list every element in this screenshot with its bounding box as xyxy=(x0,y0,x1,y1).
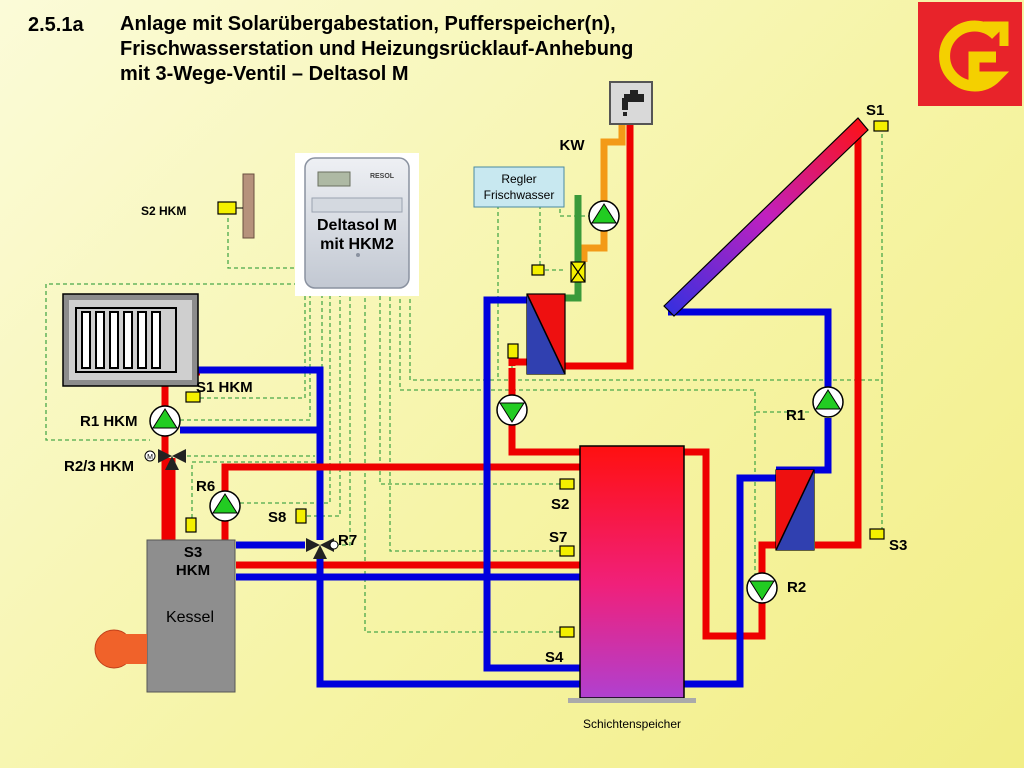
slide-title: Anlage mit Solarübergabestation, Puffers… xyxy=(120,12,820,87)
storage-tank xyxy=(568,445,696,703)
label-s1-hkm: S1 HKM xyxy=(196,379,253,396)
pump-r1 xyxy=(812,386,844,418)
label-s8: S8 xyxy=(268,509,286,526)
sensor-s1 xyxy=(873,120,889,132)
pump-fresh-water-secondary xyxy=(588,200,620,232)
controller-label-line1: Deltasol M xyxy=(317,217,397,234)
pump-r6 xyxy=(209,490,241,522)
solar-collector xyxy=(663,117,869,317)
fresh-water-exchanger xyxy=(526,293,566,375)
valve-r7 xyxy=(306,538,339,559)
pump-fresh-water-primary xyxy=(496,394,528,426)
controller-brand: RESOL xyxy=(370,173,395,180)
fresh-water-controller-line1: Regler xyxy=(501,172,536,186)
label-s1: S1 xyxy=(866,102,884,119)
label-r2: R2 xyxy=(787,579,806,596)
controller-label-line2: mit HKM2 xyxy=(320,236,394,253)
boiler xyxy=(94,539,236,693)
label-r23-hkm: R2/3 HKM xyxy=(64,458,134,475)
pump-r2 xyxy=(746,572,778,604)
title-line-3: mit 3-Wege-Ventil – Deltasol M xyxy=(120,63,409,85)
label-s3-hkm-line1: S3 xyxy=(184,544,202,561)
pump-r1-hkm xyxy=(149,405,181,437)
motor-label: M xyxy=(147,454,153,461)
section-number: 2.5.1a xyxy=(28,14,84,36)
storage-label: Schichtenspeicher xyxy=(583,717,681,731)
sensor-s3 xyxy=(869,528,885,540)
label-s3-hkm-line2: HKM xyxy=(176,562,210,579)
company-logo xyxy=(918,2,1022,106)
title-line-2: Frischwasserstation und Heizungsrücklauf… xyxy=(120,38,634,60)
sensor-s7 xyxy=(559,545,575,557)
label-s2: S2 xyxy=(551,496,569,513)
label-s4: S4 xyxy=(545,649,564,666)
sensor-s3-hkm xyxy=(185,517,197,533)
outdoor-sensor xyxy=(217,173,255,239)
sensor-s4 xyxy=(559,626,575,638)
label-s3: S3 xyxy=(889,537,907,554)
cold-water-label: KW xyxy=(560,137,586,154)
label-r7: R7 xyxy=(338,532,357,549)
label-r1: R1 xyxy=(786,407,805,424)
mixing-valve-r23-hkm xyxy=(144,449,186,470)
boiler-label: Kessel xyxy=(166,609,214,626)
radiator xyxy=(62,293,199,387)
controller-device xyxy=(295,153,419,296)
sensor-s2 xyxy=(559,478,575,490)
sensor-fresh-water xyxy=(507,343,519,359)
label-s7: S7 xyxy=(549,529,567,546)
sensor-s1-hkm xyxy=(185,391,201,403)
label-r1-hkm: R1 HKM xyxy=(80,413,138,430)
label-r6: R6 xyxy=(196,478,215,495)
sensor-s8 xyxy=(295,508,307,524)
flow-switch-icon xyxy=(570,261,586,283)
fresh-water-controller xyxy=(473,166,565,208)
label-s2-hkm: S2 HKM xyxy=(141,204,186,218)
sensor-flow xyxy=(531,264,545,276)
solar-exchanger xyxy=(775,469,815,551)
fresh-water-controller-line2: Frischwasser xyxy=(484,188,555,202)
tap-icon xyxy=(609,81,653,125)
sensors xyxy=(185,120,889,638)
title-line-1: Anlage mit Solarübergabestation, Puffers… xyxy=(120,13,616,35)
